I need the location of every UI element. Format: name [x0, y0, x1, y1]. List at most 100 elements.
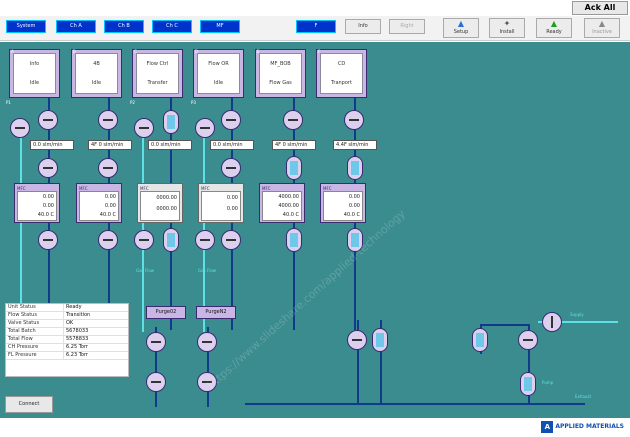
install-button[interactable]: ✦ Install [489, 18, 525, 38]
wrench-icon: ✦ [503, 19, 511, 28]
valve[interactable] [98, 110, 118, 130]
pump-label: Pump [542, 380, 554, 385]
chamber-state: Transfer [147, 80, 168, 87]
chamber-state: Tranport [331, 80, 352, 87]
toolbar: System Ch A Ch B Ch C MF F Info Right ▲ … [0, 16, 630, 41]
connect-button[interactable]: Connect [5, 396, 53, 413]
chamber-state: Flow Gas [269, 80, 292, 87]
filter[interactable] [347, 156, 363, 180]
supply-valve[interactable] [542, 312, 562, 332]
gray-arrow-icon: ▲ [598, 19, 606, 28]
valve[interactable] [134, 118, 154, 138]
chamber-state: Idle [91, 80, 102, 87]
inactive-button[interactable]: ▲ Inactive [584, 18, 620, 38]
pipe [480, 324, 528, 326]
valve[interactable] [221, 110, 241, 130]
valve[interactable] [38, 230, 58, 250]
green-arrow-icon: ▲ [550, 19, 558, 28]
valve[interactable] [134, 230, 154, 250]
exhaust-pipe [245, 403, 585, 405]
chamber-c-button[interactable]: Ch C [152, 20, 192, 33]
valve[interactable] [195, 118, 215, 138]
valve[interactable] [283, 110, 303, 130]
valve[interactable] [518, 330, 538, 350]
mf-button[interactable]: MF [200, 20, 240, 33]
flow-readout: 0.0 slm/min [148, 140, 192, 150]
filter[interactable] [347, 228, 363, 252]
filter[interactable] [163, 228, 179, 252]
pump-filter[interactable] [520, 372, 536, 396]
valve[interactable] [10, 118, 30, 138]
flow-readout: 4.4F slm/min [333, 140, 377, 150]
valve[interactable] [38, 110, 58, 130]
exhaust-label: Exhaust [575, 394, 592, 399]
chamber-b-button[interactable]: Ch B [104, 20, 144, 33]
valve-label: P3 [191, 100, 196, 105]
system-mode-button[interactable]: System [6, 20, 46, 33]
right-button[interactable]: Right [389, 19, 425, 34]
pipe [380, 320, 382, 404]
setup-button[interactable]: ▲ Setup [443, 18, 479, 38]
filter[interactable] [472, 328, 488, 352]
pipe [142, 122, 144, 332]
valve[interactable] [344, 110, 364, 130]
valve[interactable] [197, 332, 217, 352]
valve-label: P1 [6, 100, 11, 105]
purge-n2-button[interactable]: PurgeN2 [196, 306, 236, 319]
valve[interactable] [146, 332, 166, 352]
supply-pipe [538, 321, 618, 323]
filter[interactable] [372, 328, 388, 352]
chamber-name: Info [29, 60, 40, 67]
gas-flow-label: Gas Flow [136, 268, 155, 273]
chamber-state: Idle [29, 80, 40, 87]
chamber-name: 4B [93, 60, 100, 67]
logo-mark-icon: A [541, 421, 554, 433]
valve[interactable] [98, 230, 118, 250]
flow-readout: 4F 0 slm/min [88, 140, 132, 150]
valve-label: P2 [130, 100, 135, 105]
pipe [155, 327, 157, 407]
ready-button[interactable]: ▲ Ready [536, 18, 572, 38]
chamber-state: Idle [213, 80, 224, 87]
filter[interactable] [286, 156, 302, 180]
valve[interactable] [98, 158, 118, 178]
chamber-name: CD [337, 60, 346, 67]
chamber-name: Flow OR [208, 60, 229, 67]
filter[interactable] [286, 228, 302, 252]
filter[interactable] [163, 110, 179, 134]
valve[interactable] [197, 372, 217, 392]
chamber-a-button[interactable]: Ch A [56, 20, 96, 33]
purge-o2-button[interactable]: Purge02 [146, 306, 186, 319]
valve[interactable] [221, 158, 241, 178]
pipe [203, 122, 205, 332]
pipe [207, 327, 209, 407]
lamp-icon: ▲ [457, 19, 465, 28]
chamber-name: MF_BOB [270, 60, 291, 67]
info-button[interactable]: Info [345, 19, 381, 34]
chamber-name: Flow Ctrl [146, 60, 169, 67]
ack-all-button[interactable]: Ack All [572, 1, 628, 15]
valve[interactable] [221, 230, 241, 250]
status-indicator: F [296, 20, 336, 33]
valve[interactable] [38, 158, 58, 178]
pipe [357, 320, 359, 404]
valve[interactable] [146, 372, 166, 392]
valve[interactable] [195, 230, 215, 250]
valve[interactable] [347, 330, 367, 350]
supply-label: Supply [570, 312, 584, 317]
